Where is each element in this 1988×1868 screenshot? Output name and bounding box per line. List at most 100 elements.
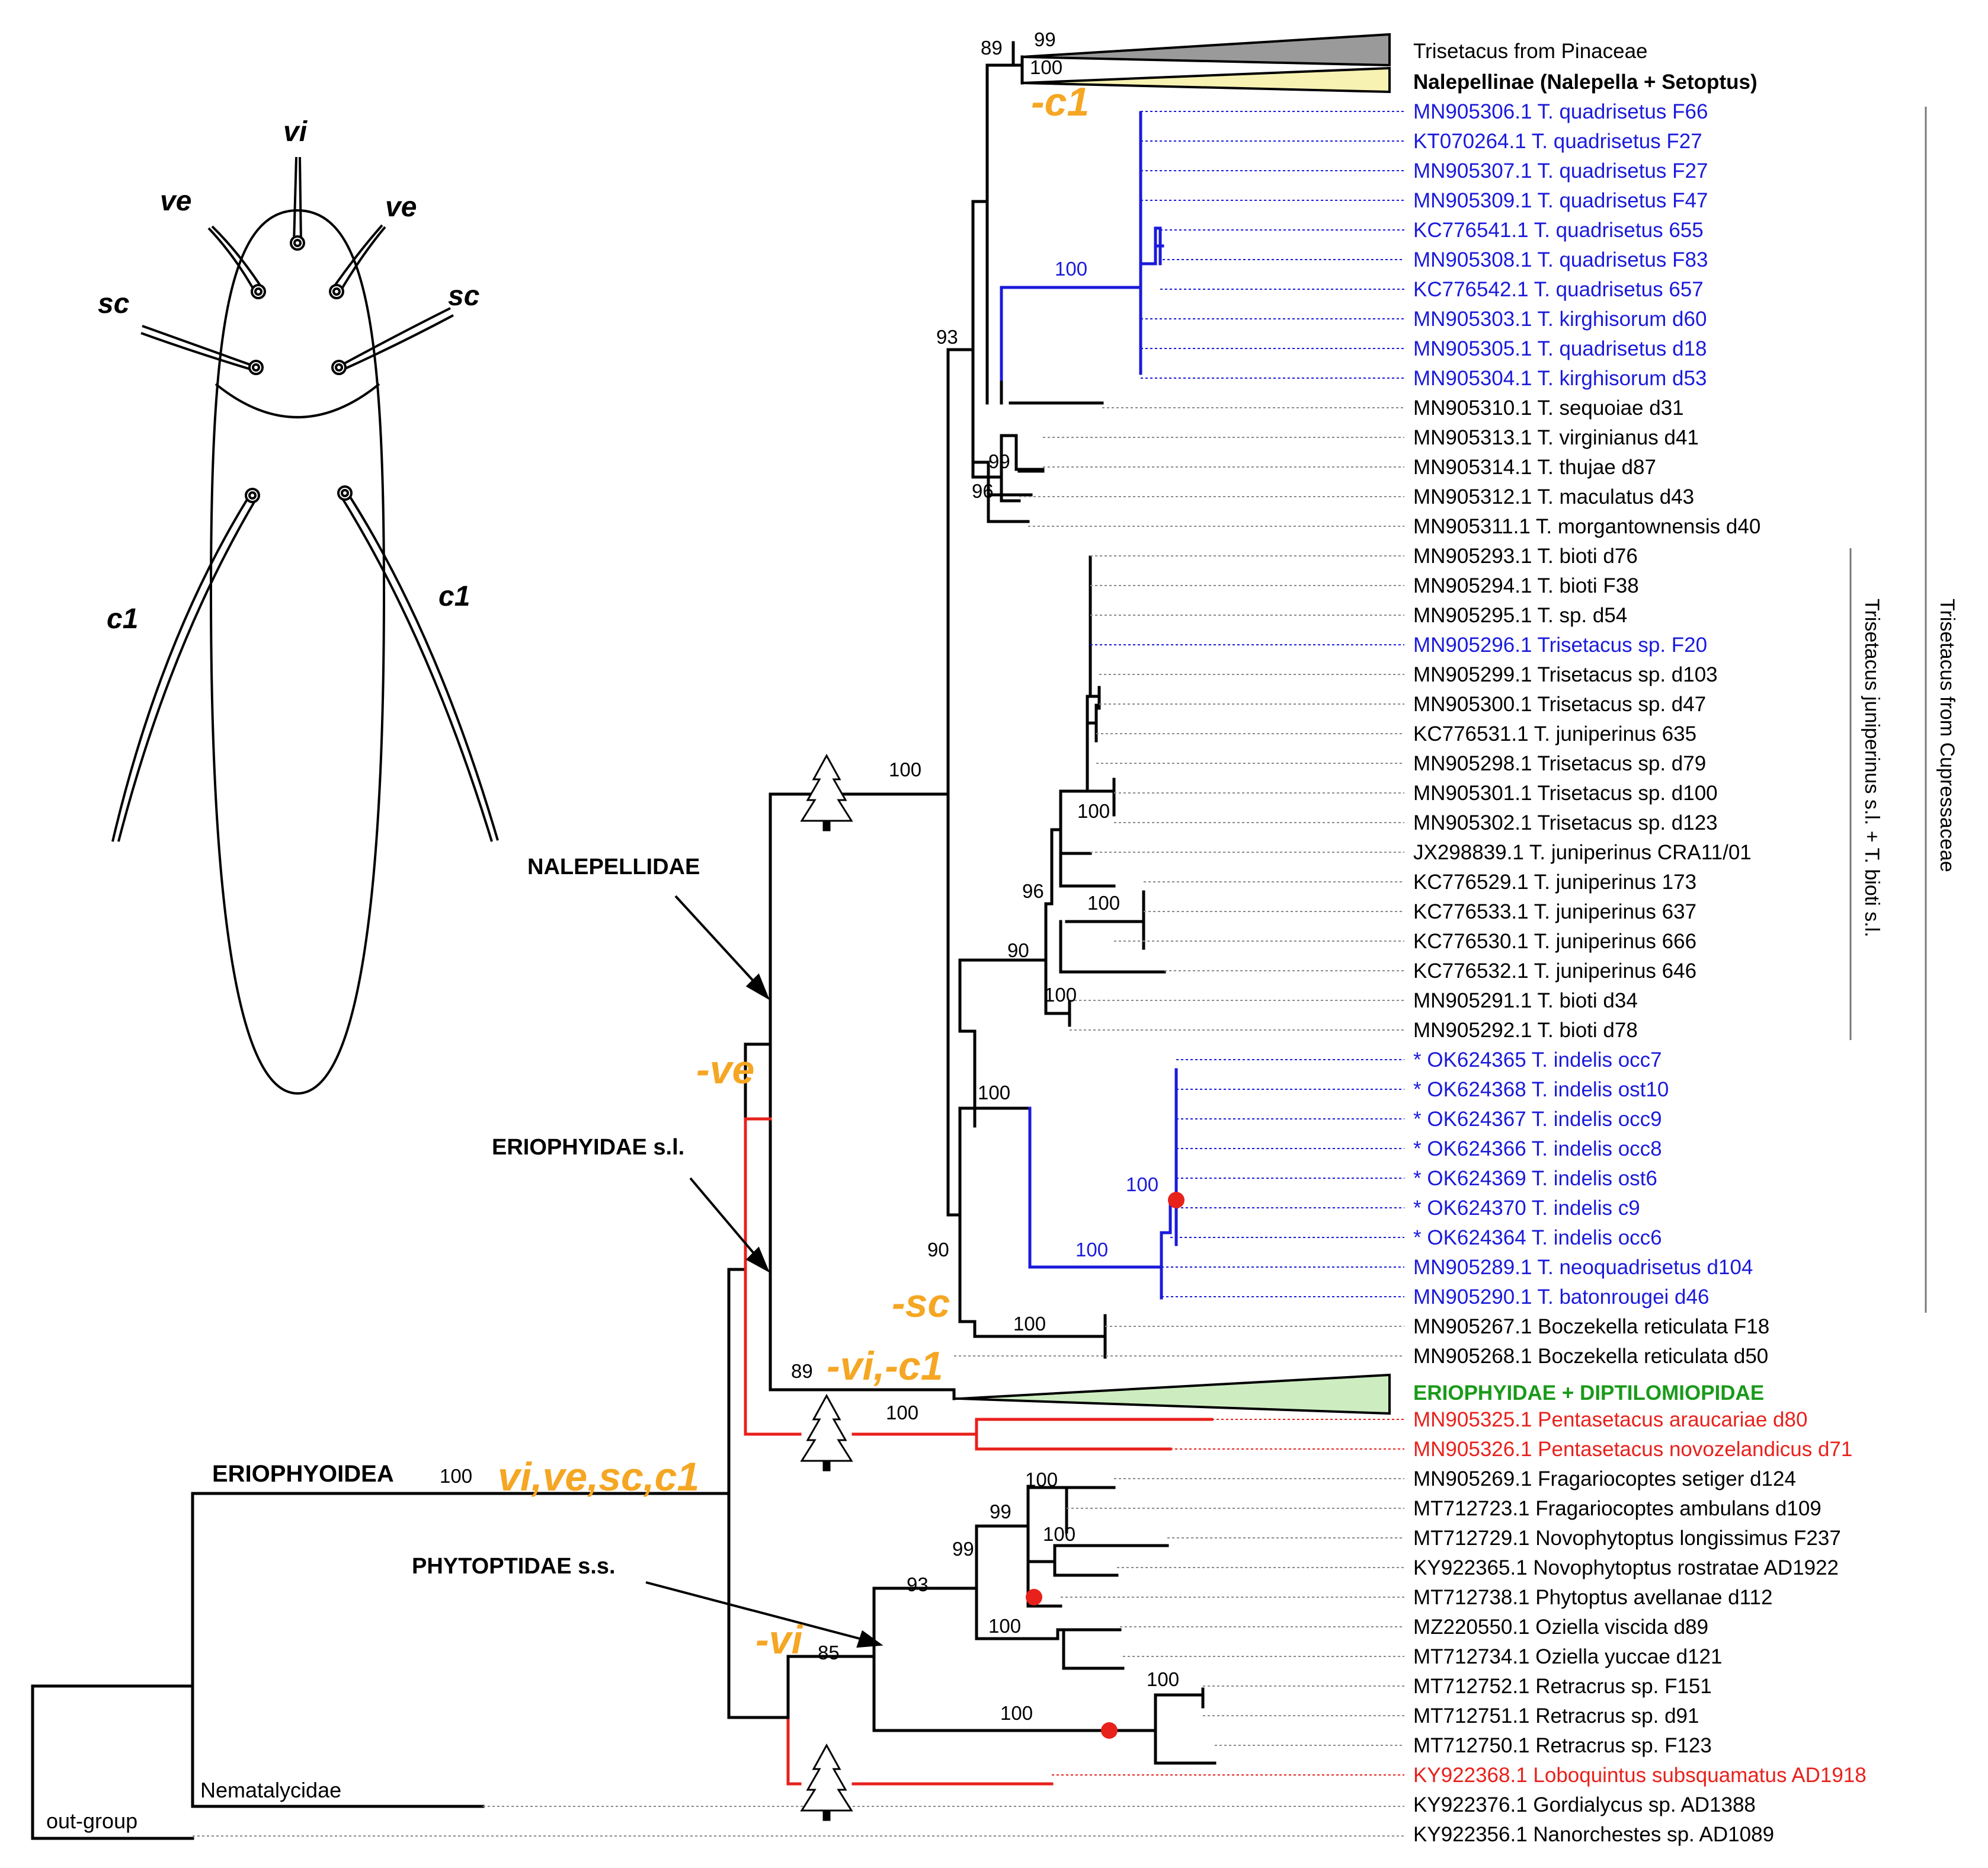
clade-name-eriophyoidea: ERIOPHYOIDEA bbox=[212, 1461, 394, 1487]
taxon-label: * OK624369 T. indelis ost6 bbox=[1413, 1167, 1657, 1190]
taxon-label: MN905310.1 T. sequoiae d31 bbox=[1413, 396, 1684, 420]
taxon-label: MN905294.1 T. bioti F38 bbox=[1413, 574, 1639, 597]
character-change-label: -sc bbox=[892, 1281, 950, 1326]
taxon-label: MT712723.1 Fragariocoptes ambulans d109 bbox=[1413, 1497, 1821, 1520]
taxon-label: MN905308.1 T. quadrisetus F83 bbox=[1413, 248, 1708, 271]
leader-lines bbox=[193, 111, 1404, 1837]
seta-label-sc-right: sc bbox=[448, 280, 479, 312]
bootstrap-value: 96 bbox=[972, 480, 994, 502]
bootstrap-value: 85 bbox=[818, 1642, 840, 1664]
taxon-label: JX298839.1 T. juniperinus CRA11/01 bbox=[1413, 841, 1752, 864]
taxon-label: MN905309.1 T. quadrisetus F47 bbox=[1413, 189, 1708, 212]
taxon-label: KC776533.1 T. juniperinus 637 bbox=[1413, 900, 1696, 923]
prodorsal-shield-line bbox=[215, 383, 380, 418]
taxon-label: MN905307.1 T. quadrisetus F27 bbox=[1413, 159, 1708, 183]
bootstrap-value: 100 bbox=[1126, 1173, 1158, 1195]
taxon-label: MN905290.1 T. batonrougei d46 bbox=[1413, 1285, 1709, 1309]
bootstrap-value: 100 bbox=[978, 1082, 1010, 1103]
taxon-label: KC776532.1 T. juniperinus 646 bbox=[1413, 959, 1696, 983]
taxon-label: MN905312.1 T. maculatus d43 bbox=[1413, 485, 1694, 508]
bootstrap-value: 100 bbox=[886, 1402, 918, 1424]
taxon-label: * OK624365 T. indelis occ7 bbox=[1413, 1048, 1662, 1071]
taxon-label: MN905296.1 Trisetacus sp. F20 bbox=[1413, 634, 1707, 657]
taxon-label: * OK624370 T. indelis c9 bbox=[1413, 1197, 1640, 1220]
bootstrap-value: 100 bbox=[1044, 984, 1077, 1006]
tree-branches-phytoptidae bbox=[727, 1486, 1217, 1765]
seta-label-c1-right: c1 bbox=[438, 581, 470, 612]
bootstrap-value: 89 bbox=[981, 37, 1003, 59]
red-markers bbox=[1026, 1192, 1185, 1739]
taxon-label: KC776541.1 T. quadrisetus 655 bbox=[1413, 219, 1704, 242]
bootstrap-value: 99 bbox=[988, 450, 1010, 472]
sc-setae bbox=[140, 307, 454, 375]
taxon-label: MN905299.1 Trisetacus sp. d103 bbox=[1413, 663, 1718, 686]
taxon-label: MN905289.1 T. neoquadrisetus d104 bbox=[1413, 1256, 1753, 1279]
red-dot-phytoptus bbox=[1026, 1589, 1042, 1605]
taxon-label: MN905306.1 T. quadrisetus F66 bbox=[1413, 100, 1708, 123]
character-change-label: -vi,-c1 bbox=[827, 1344, 943, 1389]
taxon-label: MN905301.1 Trisetacus sp. d100 bbox=[1413, 782, 1718, 805]
conifer-icon-loboquintus bbox=[800, 1743, 853, 1821]
taxon-label: MN905326.1 Pentasetacus novozelandicus d… bbox=[1413, 1438, 1852, 1461]
taxon-label: Trisetacus from Pinaceae bbox=[1413, 40, 1648, 63]
bootstrap-value: 90 bbox=[1007, 939, 1029, 961]
taxon-label: MN905293.1 T. bioti d76 bbox=[1413, 545, 1638, 568]
clade-name-nematalycidae: Nematalycidae bbox=[200, 1778, 341, 1802]
taxon-label: MN905304.1 T. kirghisorum d53 bbox=[1413, 367, 1707, 390]
bootstrap-value: 89 bbox=[791, 1360, 813, 1382]
bootstrap-value: 100 bbox=[1087, 892, 1120, 914]
taxon-label: MN905291.1 T. bioti d34 bbox=[1413, 989, 1638, 1012]
taxon-label: MT712729.1 Novophytoptus longissimus F23… bbox=[1413, 1527, 1841, 1550]
bootstrap-value: 100 bbox=[1043, 1523, 1075, 1545]
taxon-label: MN905292.1 T. bioti d78 bbox=[1413, 1019, 1638, 1042]
bootstrap-value: 100 bbox=[1013, 1313, 1046, 1335]
taxon-label: MN905313.1 T. virginianus d41 bbox=[1413, 426, 1699, 449]
taxon-label: KT070264.1 T. quadrisetus F27 bbox=[1413, 130, 1702, 153]
bootstrap-value: 100 bbox=[1025, 1469, 1058, 1490]
taxon-label: * OK624364 T. indelis occ6 bbox=[1413, 1226, 1662, 1249]
taxon-label: MT712751.1 Retracrus sp. d91 bbox=[1413, 1704, 1699, 1728]
bracket-label-juniperinus: Trisetacus juniperinus s.l. + T. bioti s… bbox=[1861, 599, 1883, 938]
taxon-label: KC776529.1 T. juniperinus 173 bbox=[1413, 871, 1696, 894]
bracket-label-cupressaceae: Trisetacus from Cupressaceae bbox=[1936, 599, 1958, 872]
taxon-label: KY922368.1 Loboquintus subsquamatus AD19… bbox=[1413, 1764, 1867, 1787]
annotation-arrows bbox=[645, 895, 883, 1648]
taxon-label: KC776530.1 T. juniperinus 666 bbox=[1413, 930, 1696, 953]
tree-branches-black bbox=[31, 41, 1166, 1840]
taxon-label: MN905300.1 Trisetacus sp. d47 bbox=[1413, 693, 1706, 716]
character-change-label: -vi bbox=[755, 1617, 803, 1662]
taxon-label: MZ220550.1 Oziella viscida d89 bbox=[1413, 1616, 1708, 1639]
bootstrap-value: 93 bbox=[907, 1573, 929, 1595]
bootstrap-value: 100 bbox=[1055, 258, 1087, 280]
seta-label-c1-left: c1 bbox=[107, 603, 138, 635]
bootstrap-value: 100 bbox=[988, 1615, 1021, 1637]
taxon-label: MN905268.1 Boczekella reticulata d50 bbox=[1413, 1345, 1768, 1368]
pinaceae-triangle bbox=[1022, 33, 1391, 67]
mite-body-diagram bbox=[111, 156, 499, 1095]
bootstrap-value: 93 bbox=[936, 326, 958, 348]
taxon-label: * OK624366 T. indelis occ8 bbox=[1413, 1137, 1662, 1160]
taxon-label: MN905302.1 Trisetacus sp. d123 bbox=[1413, 811, 1718, 834]
tree-branches-red bbox=[744, 1117, 1214, 1786]
eriophyidae-triangle bbox=[959, 1373, 1391, 1415]
taxon-label: MT712738.1 Phytoptus avellanae d112 bbox=[1413, 1586, 1772, 1609]
taxon-label: MN905267.1 Boczekella reticulata F18 bbox=[1413, 1315, 1769, 1338]
taxon-label: KY922376.1 Gordialycus sp. AD1388 bbox=[1413, 1793, 1756, 1816]
taxon-label: ERIOPHYIDAE + DIPTILOMIOPIDAE bbox=[1413, 1381, 1764, 1405]
ve-setae bbox=[207, 224, 386, 299]
bootstrap-value: 99 bbox=[952, 1538, 974, 1560]
character-change-label: -ve bbox=[696, 1047, 754, 1092]
taxon-label: * OK624367 T. indelis occ9 bbox=[1413, 1108, 1662, 1131]
taxon-label: Nalepellinae (Nalepella + Setoptus) bbox=[1413, 71, 1757, 94]
bootstrap-value: 96 bbox=[1022, 880, 1044, 902]
taxon-label: MN905305.1 T. quadrisetus d18 bbox=[1413, 337, 1707, 360]
taxon-label: MN905269.1 Fragariocoptes setiger d124 bbox=[1413, 1467, 1796, 1490]
bootstrap-value: 99 bbox=[1034, 28, 1056, 50]
bootstrap-value: 99 bbox=[990, 1501, 1011, 1522]
taxon-label: MN905311.1 T. morgantownensis d40 bbox=[1413, 515, 1760, 538]
clade-name-eriophyidae: ERIOPHYIDAE s.l. bbox=[492, 1135, 684, 1160]
